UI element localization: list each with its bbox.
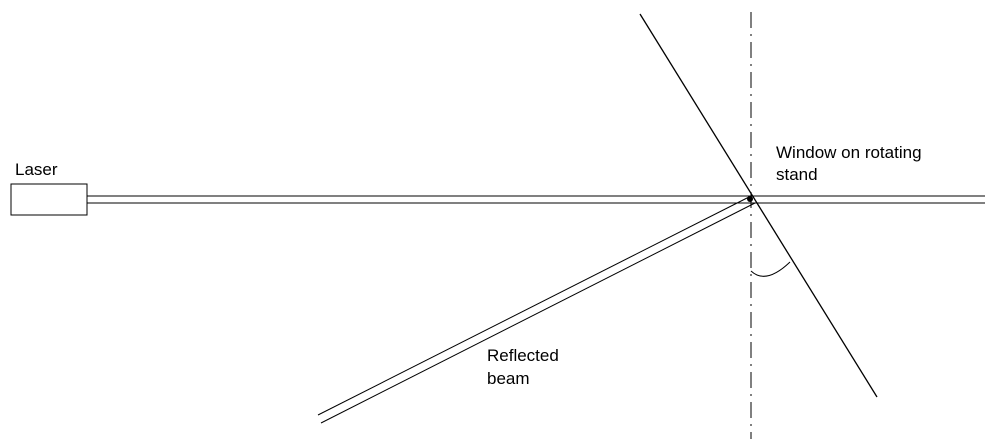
window-label-line1: Window on rotating — [776, 143, 922, 162]
reflected-beam-label-line1: Reflected — [487, 346, 559, 365]
window-plate — [639, 13, 878, 398]
laser-beam — [87, 195, 985, 204]
window-label-line2: stand — [776, 165, 818, 184]
angle-arc — [750, 261, 791, 277]
laser-label: Laser — [15, 160, 58, 179]
reflected-beam-label-line2: beam — [487, 369, 530, 388]
reflected-beam — [317, 196, 756, 424]
laser-box — [10, 183, 88, 216]
contact-point — [747, 196, 753, 202]
